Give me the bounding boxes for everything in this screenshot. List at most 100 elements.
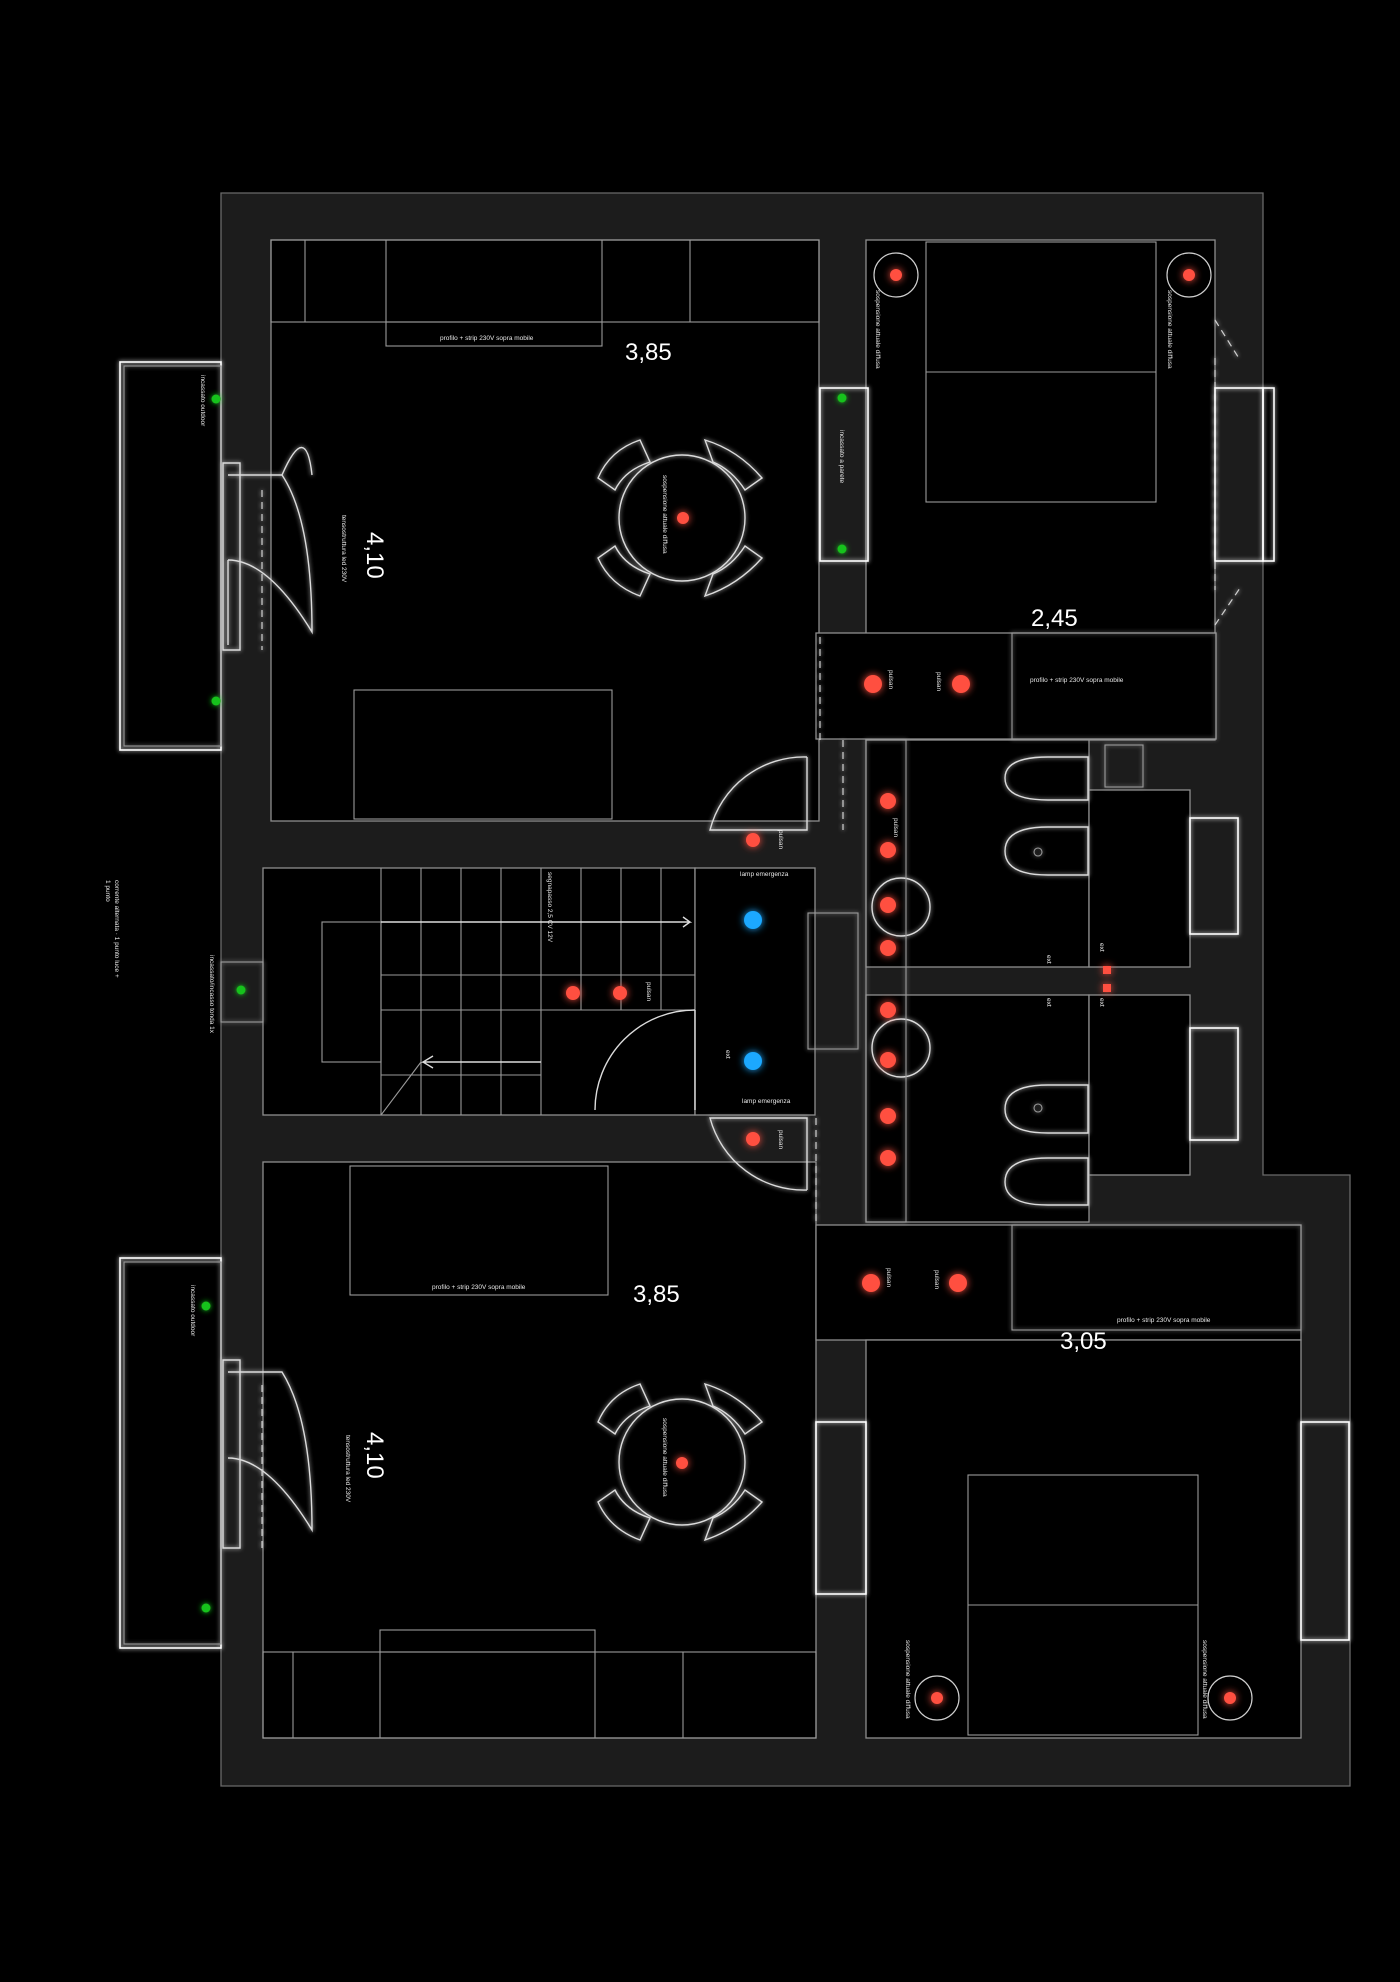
fixture-dot (746, 833, 760, 847)
note-extra-4: ext (1098, 998, 1105, 1007)
dimension-top-right-width: 2,45 (1031, 605, 1078, 632)
fixture-dot (676, 1457, 688, 1469)
suspension-rings (873, 252, 1253, 1721)
note-pulsante-7: pulsan (885, 1268, 892, 1288)
note-suspension-right-top-b: sospensione attuale diffusa (1166, 290, 1173, 369)
note-suspension-top: sospensione attuale diffusa (661, 475, 668, 554)
outdoor-lamp (236, 985, 246, 995)
note-profile-strip-hall-top: profilo + strip 230V sopra mobile (1030, 677, 1124, 684)
fixture-dot (880, 1108, 896, 1124)
fixture-dot (931, 1692, 943, 1704)
fixture-dot (1103, 966, 1111, 974)
note-pulsante-4: pulsan (892, 818, 899, 838)
emergency-lamps (744, 911, 762, 1070)
note-extra-1: ext (1045, 955, 1052, 964)
staircase (321, 868, 696, 1116)
fixture-dot (1224, 1692, 1236, 1704)
note-legend-side: corrente alternata · 1 punto luce + (113, 880, 120, 978)
room-hall-bottom (815, 1224, 1302, 1341)
note-wall-strip-top: tensostruttura led 230V (340, 515, 347, 583)
fixture-dot (880, 1002, 896, 1018)
fixture-dot (746, 1132, 760, 1146)
fixture-dot (864, 675, 882, 693)
fixture-dot (880, 897, 896, 913)
note-wall-strip-bottom: tensostruttura led 230V (344, 1435, 351, 1503)
outdoor-lamp (837, 393, 847, 403)
dimension-labels: 3,85 4,10 2,45 3,85 4,10 3,05 (361, 339, 1107, 1479)
note-pulsante-1: pulsan (887, 670, 894, 690)
emergency-lamp (744, 1052, 762, 1070)
outdoor-lamp (837, 544, 847, 554)
note-profile-strip-bottom: profilo + strip 230V sopra mobile (432, 1284, 526, 1291)
fixture-dot (880, 842, 896, 858)
dining-table-bottom (597, 1382, 764, 1542)
dimension-bottom-left-depth: 4,10 (361, 1432, 388, 1479)
note-lamp-emergenza-top: lamp emergenza (740, 871, 789, 878)
fixture-dot (880, 793, 896, 809)
note-lamp-emergenza-bottom: lamp emergenza (742, 1098, 791, 1105)
note-suspension-right-bottom-b: sospensione attuale diffusa (1201, 1640, 1208, 1719)
note-rec-outdoor-bottom: incassato outdoor (189, 1285, 196, 1337)
rooms (262, 239, 1302, 1739)
bath-fixtures (807, 632, 1302, 1331)
bed-bottom-right (967, 1474, 1199, 1736)
fixture-dot (1103, 984, 1111, 992)
fixture-dot (677, 512, 689, 524)
dimension-top-left-width: 3,85 (625, 339, 672, 366)
note-pulsante-3: pulsan (777, 830, 784, 850)
room-top-left (270, 239, 820, 822)
note-pulsante-2: pulsan (935, 672, 942, 692)
dimension-bottom-right-width: 3,05 (1060, 1328, 1107, 1355)
windows (220, 387, 1350, 1641)
annotation-notes: profilo + strip 230V sopra mobile profil… (104, 290, 1211, 1719)
fixture-dot (613, 986, 627, 1000)
fixture-dot (949, 1274, 967, 1292)
note-suspension-right-top-a: sospensione attuale diffusa (874, 290, 881, 369)
balconies (119, 361, 222, 1649)
emergency-lamp (744, 911, 762, 929)
led-strips (263, 240, 1301, 1738)
note-side-left: incassato/incasso tonda 1x (208, 955, 215, 1034)
bed-top-right (925, 241, 1157, 503)
note-pulsante-5: pulsan (645, 982, 652, 1002)
note-profile-strip-top: profilo + strip 230V sopra mobile (440, 335, 534, 342)
dimension-bottom-left-width: 3,85 (633, 1281, 680, 1308)
outdoor-lamp (211, 696, 221, 706)
kitchen-bottom-left (262, 1165, 817, 1739)
room-bottom-right (865, 1339, 1302, 1739)
note-recessed-wall: incassato a parete (838, 430, 845, 484)
note-extra-2: ext (1045, 998, 1052, 1007)
note-profile-strip-hall-bottom: profilo + strip 230V sopra mobile (1117, 1317, 1211, 1324)
outdoor-lamps (201, 393, 847, 1613)
room-bath-bottom (865, 994, 1090, 1223)
room-bath-bottom-wc (1088, 994, 1191, 1176)
fixture-dot (890, 269, 902, 281)
room-corridor (694, 867, 816, 1116)
fixture-dot (952, 675, 970, 693)
outdoor-lamp (211, 394, 221, 404)
room-hall-top (815, 632, 1217, 740)
room-stairs (262, 867, 696, 1116)
fixture-dot (880, 940, 896, 956)
outdoor-lamp (201, 1301, 211, 1311)
fixture-dot (566, 986, 580, 1000)
note-extra-5: ext (724, 1050, 731, 1059)
fixture-dot (1183, 269, 1195, 281)
room-bottom-left (262, 1161, 817, 1739)
note-segnapasso: segnapasso 2,5 CV 12V (546, 872, 553, 943)
light-fixtures (566, 269, 1236, 1704)
note-extra-3: ext (1098, 943, 1105, 952)
note-legend-side-2: 1 punto (104, 880, 111, 902)
dimension-top-left-depth: 4,10 (361, 532, 388, 579)
outdoor-lamp (201, 1603, 211, 1613)
room-bath-top (865, 739, 1090, 968)
note-pulsante-6: pulsan (777, 1130, 784, 1150)
fixture-dot (880, 1150, 896, 1166)
dining-table-top (597, 438, 764, 598)
fixture-dot (862, 1274, 880, 1292)
room-bath-top-wc (1088, 789, 1191, 968)
note-suspension-right-bottom-a: sospensione attuale diffusa (904, 1640, 911, 1719)
fixture-dot (880, 1052, 896, 1068)
note-pulsante-8: pulsan (933, 1270, 940, 1290)
